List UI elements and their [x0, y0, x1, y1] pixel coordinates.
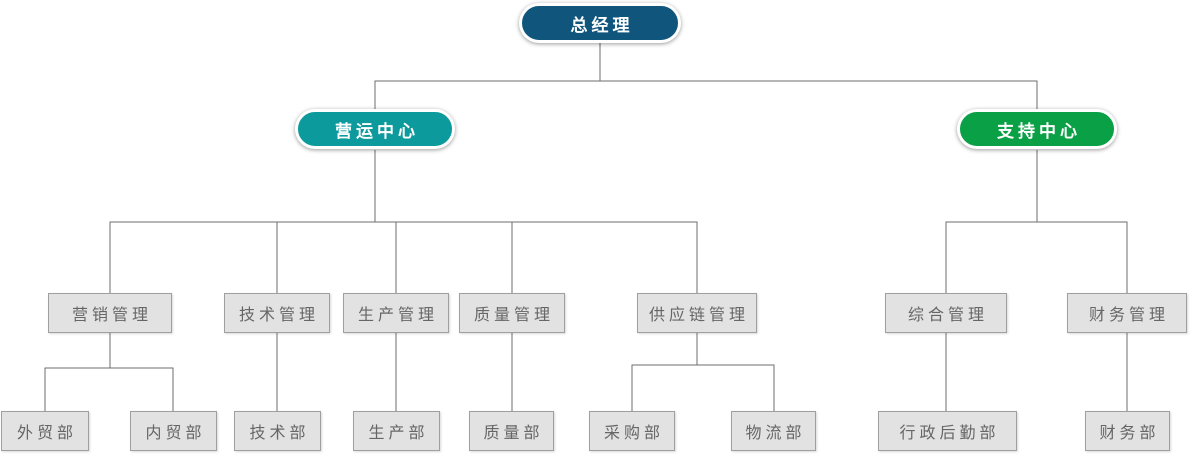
connector-root-to-centers [374, 43, 1038, 110]
connector-operations-to-managements [109, 150, 698, 293]
node-purchasing-dept: 采购部 [589, 411, 675, 451]
node-operations-center: 营运中心 [295, 109, 455, 149]
node-supply-chain-management: 供应链管理 [637, 293, 757, 333]
node-quality-dept: 质量部 [469, 411, 554, 451]
node-general-manager: 总经理 [519, 3, 681, 43]
node-admin-logistics-dept: 行政后勤部 [878, 411, 1017, 451]
node-finance-management: 财务管理 [1067, 293, 1187, 333]
connector-supplychain-to-depts [631, 333, 775, 411]
node-quality-management: 质量管理 [459, 293, 565, 333]
node-production-dept: 生产部 [353, 411, 440, 451]
node-marketing-management: 营销管理 [48, 293, 172, 333]
node-finance-dept: 财务部 [1085, 411, 1170, 451]
node-production-management: 生产管理 [343, 293, 449, 333]
node-support-center: 支持中心 [957, 109, 1117, 149]
node-domestic-trade-dept: 内贸部 [130, 411, 217, 451]
node-general-management: 综合管理 [885, 293, 1007, 333]
connector-support-to-managements [945, 150, 1128, 293]
connector-marketing-to-depts [44, 333, 174, 411]
node-technical-dept: 技术部 [234, 411, 321, 451]
node-foreign-trade-dept: 外贸部 [1, 411, 89, 451]
node-technical-management: 技术管理 [224, 293, 330, 333]
node-logistics-dept: 物流部 [731, 411, 816, 451]
